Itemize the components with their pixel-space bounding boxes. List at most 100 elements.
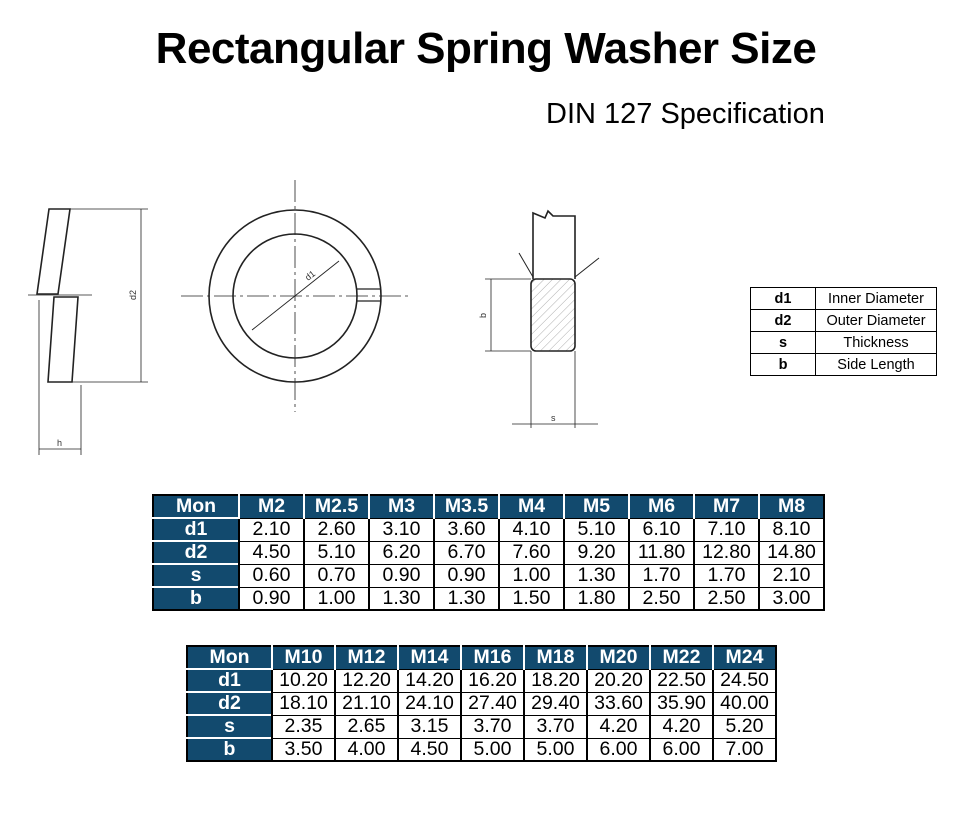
table-cell: 0.90 — [368, 563, 435, 588]
row-label: d1 — [187, 668, 273, 693]
row-label: s — [153, 563, 240, 588]
row-label: b — [153, 586, 240, 611]
washer-top-view — [181, 180, 409, 412]
table-cell: 1.70 — [628, 563, 695, 588]
label-b: b — [478, 313, 488, 318]
table-cell: 12.80 — [693, 540, 760, 565]
table-cell: 6.20 — [368, 540, 435, 565]
page-subtitle: DIN 127 Specification — [546, 98, 825, 130]
table-cell: 6.70 — [433, 540, 500, 565]
table-cell: 0.70 — [303, 563, 370, 588]
table-cell: 1.50 — [498, 586, 565, 611]
size-header: M10 — [271, 646, 335, 669]
table-cell: 18.20 — [523, 668, 588, 693]
table-cell: 1.00 — [498, 563, 565, 588]
table-cell: 5.10 — [303, 540, 370, 565]
table-cell: 7.60 — [498, 540, 565, 565]
table-cell: 29.40 — [523, 691, 588, 716]
table-cell: 2.50 — [628, 586, 695, 611]
size-header: M3 — [368, 495, 434, 518]
table-cell: 3.70 — [523, 714, 588, 739]
table-cell: 6.10 — [628, 517, 695, 542]
table-cell: 2.10 — [238, 517, 305, 542]
table-cell: 0.60 — [238, 563, 305, 588]
table-cell: 40.00 — [712, 691, 777, 716]
table-cell: 3.00 — [758, 586, 825, 611]
legend-description: Thickness — [815, 331, 937, 354]
table-cell: 2.65 — [334, 714, 399, 739]
header-label: Mon — [187, 646, 272, 669]
table-cell: 3.60 — [433, 517, 500, 542]
table-cell: 1.30 — [433, 586, 500, 611]
table-cell: 5.00 — [460, 737, 525, 762]
table-cell: 6.00 — [586, 737, 651, 762]
table-cell: 33.60 — [586, 691, 651, 716]
size-header: M5 — [563, 495, 629, 518]
size-header: M3.5 — [433, 495, 499, 518]
page-title: Rectangular Spring Washer Size — [155, 24, 817, 73]
label-s: s — [551, 413, 556, 423]
table-cell: 9.20 — [563, 540, 630, 565]
table-cell: 2.10 — [758, 563, 825, 588]
table-cell: 3.15 — [397, 714, 462, 739]
size-header: M16 — [460, 646, 524, 669]
size-header: M14 — [397, 646, 461, 669]
table-cell: 0.90 — [238, 586, 305, 611]
table-cell: 10.20 — [271, 668, 336, 693]
table-cell: 4.10 — [498, 517, 565, 542]
legend-description: Outer Diameter — [815, 309, 937, 332]
table-cell: 14.80 — [758, 540, 825, 565]
table-cell: 8.10 — [758, 517, 825, 542]
table-cell: 5.20 — [712, 714, 777, 739]
size-header: M12 — [334, 646, 398, 669]
legend-description: Side Length — [815, 353, 937, 376]
table-cell: 1.80 — [563, 586, 630, 611]
legend-description: Inner Diameter — [815, 287, 937, 310]
row-label: d2 — [153, 540, 240, 565]
legend-symbol: b — [750, 353, 816, 376]
table-cell: 11.80 — [628, 540, 695, 565]
table-cell: 5.00 — [523, 737, 588, 762]
washer-section-view — [485, 209, 600, 428]
table-cell: 5.10 — [563, 517, 630, 542]
table-cell: 1.70 — [693, 563, 760, 588]
table-cell: 1.30 — [368, 586, 435, 611]
label-d1: d1 — [303, 269, 317, 283]
table-cell: 12.20 — [334, 668, 399, 693]
size-header: M2.5 — [303, 495, 369, 518]
table-cell: 18.10 — [271, 691, 336, 716]
table-cell: 4.50 — [238, 540, 305, 565]
table-cell: 4.20 — [586, 714, 651, 739]
size-header: M8 — [758, 495, 824, 518]
size-header: M22 — [649, 646, 713, 669]
table-cell: 3.50 — [271, 737, 336, 762]
table-cell: 7.10 — [693, 517, 760, 542]
table-cell: 7.00 — [712, 737, 777, 762]
table-cell: 35.90 — [649, 691, 714, 716]
washer-side-view — [28, 208, 148, 455]
table-cell: 3.70 — [460, 714, 525, 739]
legend-symbol: d2 — [750, 309, 816, 332]
table-cell: 4.50 — [397, 737, 462, 762]
row-label: d2 — [187, 691, 273, 716]
table-cell: 1.30 — [563, 563, 630, 588]
size-header: M24 — [712, 646, 776, 669]
label-d2: d2 — [128, 290, 138, 300]
size-header: M2 — [238, 495, 304, 518]
table-cell: 27.40 — [460, 691, 525, 716]
